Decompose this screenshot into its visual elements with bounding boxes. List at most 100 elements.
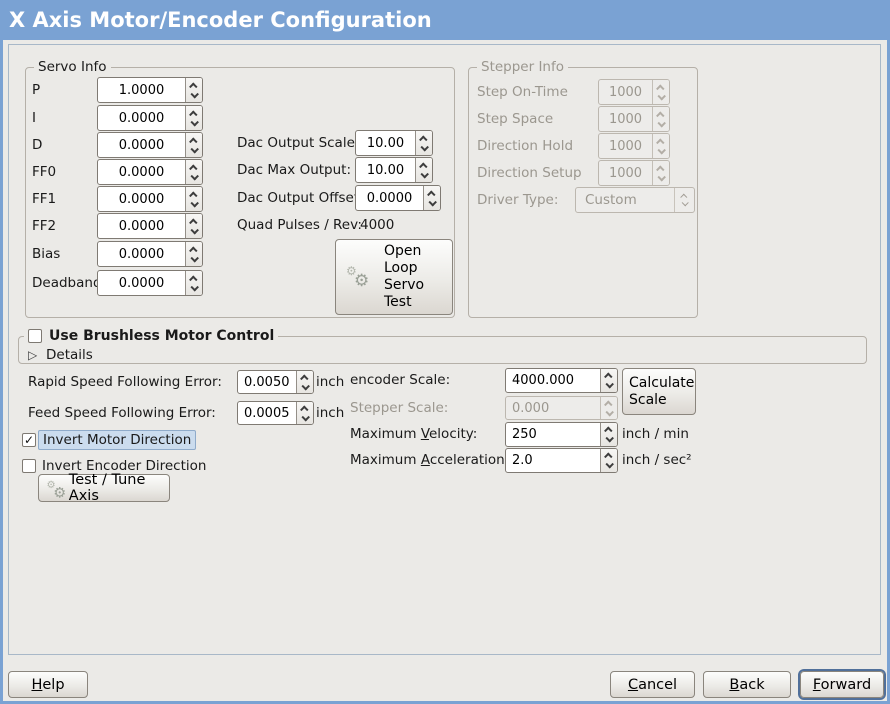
- spin-up-icon[interactable]: [419, 161, 428, 171]
- feed-following-error-spinbox[interactable]: 0.0005: [237, 401, 314, 425]
- deadband-spinbox[interactable]: 0.0000: [97, 270, 203, 296]
- deadband-spin-arrows[interactable]: [185, 271, 202, 295]
- p-spin-arrows[interactable]: [185, 78, 202, 102]
- rapid-following-error-spinbox[interactable]: 0.0050: [237, 370, 314, 394]
- ff0-spin-arrows[interactable]: [185, 160, 202, 184]
- ff2-spin-arrows[interactable]: [185, 214, 202, 238]
- max-acceleration-spin-arrows[interactable]: [600, 449, 617, 472]
- cancel-button[interactable]: Cancel: [610, 671, 695, 698]
- spin-up-icon[interactable]: [300, 373, 309, 383]
- dac-output-scale-value: 10.00: [366, 135, 405, 151]
- details-expander-label[interactable]: Details: [46, 347, 93, 363]
- ff0-spinbox[interactable]: 0.0000: [97, 159, 203, 185]
- spin-down-icon[interactable]: [190, 282, 199, 292]
- dac-output-scale-spin-arrows[interactable]: [415, 131, 432, 155]
- spin-up-icon[interactable]: [189, 81, 198, 91]
- spin-down-icon[interactable]: [605, 434, 614, 443]
- dac-output-scale-spinbox[interactable]: 10.00: [355, 130, 433, 156]
- spin-down-icon[interactable]: [190, 89, 199, 99]
- driver-type-label: Driver Type:: [477, 192, 559, 208]
- d-spin-arrows[interactable]: [185, 133, 202, 157]
- step-space-value: 1000: [608, 111, 643, 127]
- spin-down-icon[interactable]: [420, 169, 429, 179]
- brushless-frame: Use Brushless Motor Control: [18, 328, 867, 364]
- spin-up-icon[interactable]: [189, 245, 198, 255]
- feed-following-error-value: 0.0005: [244, 405, 290, 421]
- spin-down-icon[interactable]: [190, 225, 199, 235]
- i-spin-arrows[interactable]: [185, 106, 202, 130]
- invert-encoder-checkbox[interactable]: [22, 459, 36, 473]
- window-titlebar: X Axis Motor/Encoder Configuration: [0, 0, 890, 40]
- spin-down-icon[interactable]: [190, 144, 199, 154]
- spin-up-icon[interactable]: [427, 189, 436, 199]
- rapid-following-error-spin-arrows[interactable]: [296, 371, 313, 393]
- spin-up-icon[interactable]: [300, 404, 309, 414]
- spin-down-icon[interactable]: [190, 171, 199, 181]
- dac-max-output-spin-arrows[interactable]: [415, 158, 432, 182]
- spin-down-icon[interactable]: [301, 412, 310, 422]
- p-label: P: [32, 82, 41, 98]
- invert-encoder-label[interactable]: Invert Encoder Direction: [42, 458, 207, 474]
- spin-up-icon: [656, 137, 665, 147]
- feed-following-error-label: Feed Speed Following Error:: [28, 405, 216, 421]
- spin-up-icon[interactable]: [189, 217, 198, 227]
- spin-up-icon[interactable]: [189, 109, 198, 119]
- forward-button[interactable]: Forward: [800, 671, 884, 698]
- bias-spin-arrows[interactable]: [185, 242, 202, 266]
- ff1-spinbox[interactable]: 0.0000: [97, 186, 203, 212]
- max-acceleration-spinbox[interactable]: 2.0: [505, 448, 618, 473]
- invert-motor-label[interactable]: Invert Motor Direction: [38, 430, 197, 450]
- spin-down-icon[interactable]: [428, 197, 437, 207]
- spin-up-icon[interactable]: [189, 163, 198, 173]
- spin-down-icon[interactable]: [605, 460, 614, 469]
- invert-motor-checkbox[interactable]: ✓: [22, 433, 36, 447]
- page-title: X Axis Motor/Encoder Configuration: [9, 8, 432, 32]
- dac-output-offset-spinbox[interactable]: 0.0000: [355, 185, 441, 211]
- encoder-scale-spinbox[interactable]: 4000.000: [505, 368, 618, 393]
- max-velocity-spinbox[interactable]: 250: [505, 422, 618, 447]
- spin-down-icon[interactable]: [420, 142, 429, 152]
- p-value: 1.0000: [118, 82, 165, 98]
- i-spinbox[interactable]: 0.0000: [97, 105, 203, 131]
- direction-hold-value: 1000: [608, 138, 643, 154]
- spin-up-icon[interactable]: [189, 274, 198, 284]
- servo-info-frame-title: Servo Info: [34, 59, 111, 75]
- test-tune-axis-button[interactable]: ⚙ ⚙ Test / Tune Axis: [38, 472, 170, 504]
- help-button[interactable]: Help: [8, 671, 88, 698]
- spin-down-icon[interactable]: [301, 381, 310, 391]
- spin-up-icon[interactable]: [189, 136, 198, 146]
- direction-hold-spinbox: 1000: [598, 133, 670, 159]
- max-velocity-spin-arrows[interactable]: [600, 423, 617, 446]
- checkmark-icon: ✓: [23, 433, 35, 447]
- d-spinbox[interactable]: 0.0000: [97, 132, 203, 158]
- spin-up-icon[interactable]: [419, 134, 428, 144]
- gear-large-icon: ⚙: [53, 484, 67, 502]
- spin-up-icon[interactable]: [189, 190, 198, 200]
- ff2-spinbox[interactable]: 0.0000: [97, 213, 203, 239]
- feed-following-error-spin-arrows[interactable]: [296, 402, 313, 424]
- spin-down-icon[interactable]: [190, 198, 199, 208]
- stepper-scale-spinbox: 0.000: [505, 396, 618, 420]
- details-expander-icon[interactable]: ▷: [28, 348, 38, 362]
- direction-setup-spin-arrows: [652, 161, 669, 185]
- dac-output-offset-spin-arrows[interactable]: [423, 186, 440, 210]
- calculate-scale-button[interactable]: Calculate Scale: [622, 368, 696, 415]
- ff1-spin-arrows[interactable]: [185, 187, 202, 211]
- spin-down-icon[interactable]: [190, 253, 199, 263]
- direction-setup-label: Direction Setup: [477, 165, 582, 181]
- use-brushless-checkbox[interactable]: [28, 329, 42, 343]
- stepper-scale-label: Stepper Scale:: [350, 400, 449, 416]
- back-button[interactable]: Back: [703, 671, 791, 698]
- open-loop-servo-test-button[interactable]: ⚙ ⚙ Open Loop Servo Test: [335, 239, 453, 315]
- max-velocity-label: Maximum Velocity:: [350, 426, 478, 442]
- spin-down-icon[interactable]: [190, 117, 199, 127]
- spin-down-icon[interactable]: [605, 380, 614, 389]
- p-spinbox[interactable]: 1.0000: [97, 77, 203, 103]
- spin-up-icon: [604, 399, 613, 409]
- stepper-scale-spin-arrows: [600, 397, 617, 419]
- direction-hold-spin-arrows: [652, 134, 669, 158]
- bias-spinbox[interactable]: 0.0000: [97, 241, 203, 267]
- dac-max-output-spinbox[interactable]: 10.00: [355, 157, 433, 183]
- encoder-scale-spin-arrows[interactable]: [600, 369, 617, 392]
- max-acceleration-unit: inch / sec²: [622, 452, 692, 468]
